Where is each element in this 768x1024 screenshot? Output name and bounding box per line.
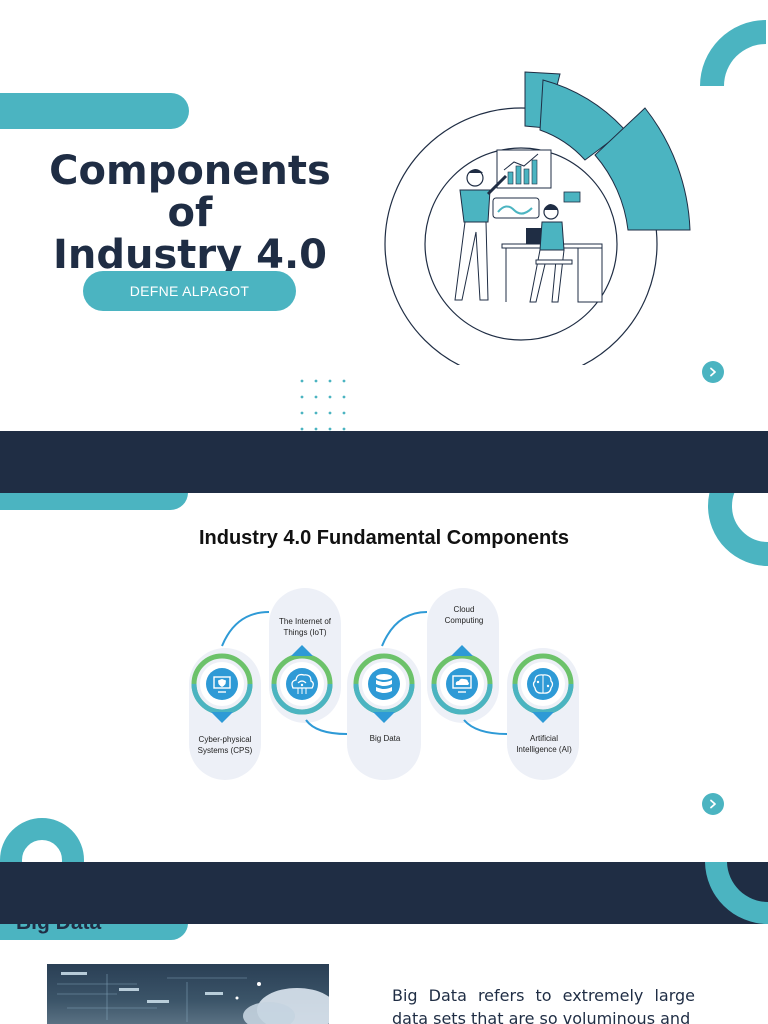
component-marker-bigdata — [353, 653, 415, 723]
navy-band — [0, 431, 768, 493]
next-slide-button[interactable] — [702, 361, 724, 383]
decorative-ring — [700, 20, 766, 86]
component-marker-cloud — [431, 645, 493, 715]
component-label-bigdata: Big Data — [369, 734, 401, 743]
components-slide: Industry 4.0 Fundamental Components — [0, 493, 768, 862]
title-slide: Components of Industry 4.0 DEFNE ALPAGOT — [0, 0, 768, 431]
big-data-slide: Big Data Big Data refers to extremely la… — [0, 924, 768, 1024]
author-button[interactable]: DEFNE ALPAGOT — [83, 271, 296, 311]
component-label-cloud: Cloud Computing — [444, 605, 484, 625]
office-illustration — [384, 71, 691, 365]
big-data-image — [47, 964, 329, 1024]
component-label-ai: Artificial Intelligence (AI) — [516, 734, 572, 754]
data-network-graphic — [57, 972, 329, 1024]
component-label-cps: Cyber-physical Systems (CPS) — [197, 735, 253, 755]
section-title: Big Data — [16, 924, 101, 941]
title-line-2: Industry 4.0 — [53, 232, 327, 278]
decorative-pill — [0, 93, 189, 129]
decorative-ring — [708, 493, 768, 566]
title-line-1: Components of — [49, 148, 331, 236]
decorative-ring — [0, 818, 84, 862]
chevron-right-icon — [710, 367, 716, 377]
component-marker-iot — [271, 645, 333, 715]
decorative-pill — [0, 493, 188, 510]
component-label-iot: The Internet of Things (IoT) — [278, 617, 332, 637]
component-marker-ai — [512, 653, 574, 723]
navy-band — [0, 862, 768, 924]
decorative-ring — [705, 862, 768, 924]
page-title: Components of Industry 4.0 — [20, 150, 360, 276]
next-slide-button[interactable] — [702, 793, 724, 815]
diagram-title: Industry 4.0 Fundamental Components — [198, 527, 570, 549]
chevron-right-icon — [710, 799, 716, 809]
decorative-dots — [300, 379, 346, 431]
author-label: DEFNE ALPAGOT — [129, 283, 250, 299]
component-marker-cps — [191, 653, 253, 723]
components-diagram — [189, 588, 579, 780]
section-title-pill: Big Data — [0, 924, 188, 940]
big-data-description: Big Data refers to extremely large data … — [392, 986, 695, 1024]
